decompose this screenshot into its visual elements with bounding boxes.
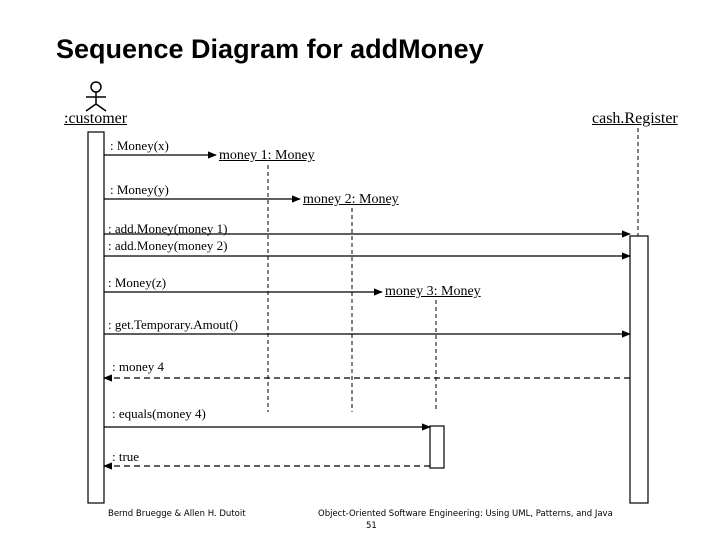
money1-object-label: money 1: Money [219, 148, 315, 163]
money2-object-label: money 2: Money [303, 192, 399, 207]
footer-book-title: Object-Oriented Software Engineering: Us… [318, 509, 613, 519]
msg-money-y-label: : Money(y) [110, 182, 169, 197]
msg-true-label: : true [112, 449, 140, 464]
msg-add-money2-label: : add.Money(money 2) [108, 238, 228, 253]
msg-money4-label: : money 4 [112, 359, 164, 374]
money3-activation [429, 425, 445, 469]
msg-money-x-label: : Money(x) [110, 138, 169, 153]
customer-activation [87, 131, 105, 504]
msg-money-z-label: : Money(z) [108, 275, 167, 290]
footer-page-number: 51 [366, 521, 377, 531]
actor-icon [85, 81, 107, 112]
footer-authors: Bernd Bruegge & Allen H. Dutoit [108, 509, 246, 519]
msg-equals-label: : equals(money 4) [112, 406, 206, 421]
customer-object-label: :customer [64, 110, 128, 127]
page-title: Sequence Diagram for addMoney [56, 34, 484, 64]
msg-get-temporary-label: : get.Temporary.Amout() [108, 317, 239, 332]
cash-register-activation [629, 235, 649, 504]
msg-add-money1-label: : add.Money(money 1) [108, 221, 228, 236]
money3-object-label: money 3: Money [385, 284, 481, 299]
cash-register-object-label: cash.Register [592, 110, 678, 127]
